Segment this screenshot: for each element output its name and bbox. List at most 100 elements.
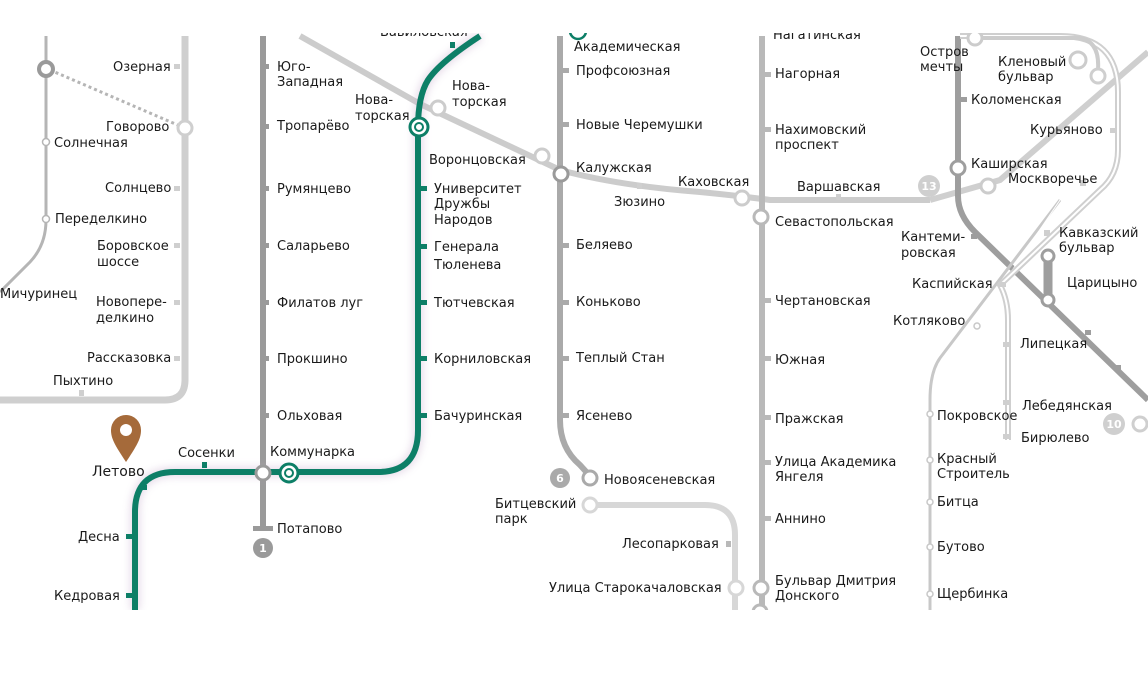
label-zyuzino[interactable]: Зюзино <box>614 195 665 210</box>
label-generala-1[interactable]: Генерала <box>434 240 499 255</box>
label-klenovy-2[interactable]: бульвар <box>998 70 1054 85</box>
label-kommunarka[interactable]: Коммунарка <box>270 445 355 460</box>
station-marker-ozernaya[interactable] <box>37 60 55 78</box>
label-kakhovskaya[interactable]: Каховская <box>678 175 749 190</box>
label-yangelya-1[interactable]: Улица Академика <box>775 455 896 470</box>
label-novoyasenevskaya[interactable]: Новоясеневская <box>604 473 715 488</box>
label-pokrovskoe[interactable]: Покровское <box>937 409 1017 424</box>
label-prazhskaya[interactable]: Пражская <box>775 412 844 427</box>
label-profsoyuznaya[interactable]: Профсоюзная <box>576 64 670 79</box>
label-annino[interactable]: Аннино <box>775 512 826 527</box>
label-olkhovaya[interactable]: Ольховая <box>277 409 342 424</box>
label-solnechnaya[interactable]: Солнечная <box>54 136 128 151</box>
label-michurinets[interactable]: Мичуринец <box>0 287 77 302</box>
label-potapovo[interactable]: Потапово <box>277 522 342 537</box>
label-generala-2[interactable]: Тюленева <box>433 258 501 273</box>
label-sosenki[interactable]: Сосенки <box>178 446 235 461</box>
label-universitet-1[interactable]: Университет <box>434 182 522 197</box>
label-kantemirovskaya-2[interactable]: ровская <box>901 246 956 261</box>
label-lebedyanskaya[interactable]: Лебедянская <box>1022 399 1112 414</box>
label-klenovy-1[interactable]: Кленовый <box>998 55 1066 70</box>
label-solntsevo[interactable]: Солнцево <box>105 181 171 196</box>
label-dmitriya-2[interactable]: Донского <box>775 589 839 604</box>
label-bitsevsky-1[interactable]: Битцевский <box>495 497 576 512</box>
label-dmitriya-1[interactable]: Бульвар Дмитрия <box>775 574 896 589</box>
label-salarevo[interactable]: Саларьево <box>277 239 350 254</box>
label-universitet-3[interactable]: Народов <box>434 213 493 228</box>
label-yugo-zapadnaya-2[interactable]: Западная <box>277 75 343 90</box>
map-pin-icon[interactable] <box>111 415 141 462</box>
label-sevastopolskaya[interactable]: Севастопольская <box>775 215 894 230</box>
label-bittsa[interactable]: Битца <box>937 495 979 510</box>
label-borovskoe-2[interactable]: шоссе <box>97 255 139 270</box>
label-krasny-2[interactable]: Строитель <box>937 467 1010 482</box>
label-nagornaya[interactable]: Нагорная <box>775 67 840 82</box>
station-marker-pokrovskoe-right[interactable] <box>1131 415 1148 433</box>
label-yasenevo[interactable]: Ясенево <box>576 409 632 424</box>
label-prokshino[interactable]: Прокшино <box>277 352 348 367</box>
transfer-vorontsovskaya[interactable] <box>533 147 570 183</box>
label-kotlyakovo[interactable]: Котляково <box>893 314 965 329</box>
label-peredelkino[interactable]: Переделкино <box>55 212 147 227</box>
label-biryulevo[interactable]: Бирюлево <box>1021 431 1090 446</box>
label-kuryanovo[interactable]: Курьяново <box>1030 123 1103 138</box>
label-filatov-lug[interactable]: Филатов луг <box>277 296 363 311</box>
label-bachurinskaya[interactable]: Бачуринская <box>434 409 522 424</box>
label-ozernaya[interactable]: Озерная <box>113 60 171 75</box>
label-butovo[interactable]: Бутово <box>937 540 985 555</box>
label-kaspiyskaya[interactable]: Каспийская <box>912 277 993 292</box>
label-novoperedelkino-1[interactable]: Новопере- <box>96 295 167 310</box>
label-shcherbinka[interactable]: Щербинка <box>937 587 1008 602</box>
label-konkovo[interactable]: Коньково <box>576 295 641 310</box>
label-kolomenskaya[interactable]: Коломенская <box>971 93 1062 108</box>
label-yugo-zapadnaya-1[interactable]: Юго- <box>277 60 311 75</box>
label-akademicheskaya[interactable]: Академическая <box>574 40 680 55</box>
station-marker-solnechnaya[interactable] <box>41 137 51 147</box>
label-vorontsovskaya[interactable]: Воронцовская <box>429 153 526 168</box>
transfer-dmitriya-donskogo[interactable] <box>727 579 770 597</box>
label-novoperedelkino-2[interactable]: делкино <box>96 311 154 326</box>
label-lipetskaya[interactable]: Липецкая <box>1020 337 1087 352</box>
station-marker-peredelkino[interactable] <box>41 214 51 224</box>
label-universitet-2[interactable]: Дружбы <box>434 197 490 212</box>
label-chertanovskaya[interactable]: Чертановская <box>775 294 871 309</box>
label-moskvorechye[interactable]: Москворечье <box>1008 172 1097 187</box>
label-novatorskaya-left-2[interactable]: торская <box>355 109 410 124</box>
transfer-novoyasenevskaya[interactable] <box>581 469 599 514</box>
transfer-klenovy[interactable] <box>966 29 1107 85</box>
label-yuzhnaya[interactable]: Южная <box>775 353 825 368</box>
label-nakhimovsky-1[interactable]: Нахимовский <box>775 123 866 138</box>
label-pykhtino[interactable]: Пыхтино <box>53 374 113 389</box>
label-krasny-1[interactable]: Красный <box>937 452 997 467</box>
transfer-tsaritsyno[interactable] <box>1040 248 1056 308</box>
label-tsaritsyno[interactable]: Царицыно <box>1067 276 1137 291</box>
label-borovskoe-1[interactable]: Боровское <box>97 239 169 254</box>
label-kavkazsky-1[interactable]: Кавказский <box>1059 226 1139 241</box>
label-tyutchevskaya[interactable]: Тютчевская <box>433 296 515 311</box>
label-nakhimovsky-2[interactable]: проспект <box>775 138 839 153</box>
transfer-kommunarka[interactable] <box>254 462 300 484</box>
label-kantemirovskaya-1[interactable]: Кантеми- <box>901 230 966 245</box>
label-starokachalovskaya[interactable]: Улица Старокачаловская <box>549 581 722 596</box>
transfer-kashirskaya[interactable] <box>949 159 997 195</box>
label-ostrov-1[interactable]: Остров <box>920 45 969 60</box>
label-novatorskaya-right-2[interactable]: торская <box>452 95 507 110</box>
label-novatorskaya-right-1[interactable]: Нова- <box>452 79 490 94</box>
label-novatorskaya-left-1[interactable]: Нова- <box>355 93 393 108</box>
label-belyaevo[interactable]: Беляево <box>576 238 633 253</box>
label-kaluzhskaya[interactable]: Калужская <box>576 161 652 176</box>
label-yangelya-2[interactable]: Янгеля <box>775 470 824 485</box>
label-kornilovskaya[interactable]: Корниловская <box>434 352 531 367</box>
label-varshavskaya[interactable]: Варшавская <box>797 180 880 195</box>
transfer-kakhovskaya[interactable] <box>733 189 770 226</box>
station-marker-govorovo[interactable] <box>176 119 194 137</box>
label-desna[interactable]: Десна <box>78 530 120 545</box>
label-novye-cheryomushki[interactable]: Новые Черемушки <box>576 118 703 133</box>
label-rumyantsevo[interactable]: Румянцево <box>277 182 351 197</box>
label-bitsevsky-2[interactable]: парк <box>495 512 528 527</box>
label-kavkazsky-2[interactable]: бульвар <box>1059 241 1115 256</box>
label-letovo[interactable]: Летово <box>92 464 145 480</box>
label-teply-stan[interactable]: Теплый Стан <box>575 351 665 366</box>
label-lesoparkovaya[interactable]: Лесопарковая <box>622 537 719 552</box>
